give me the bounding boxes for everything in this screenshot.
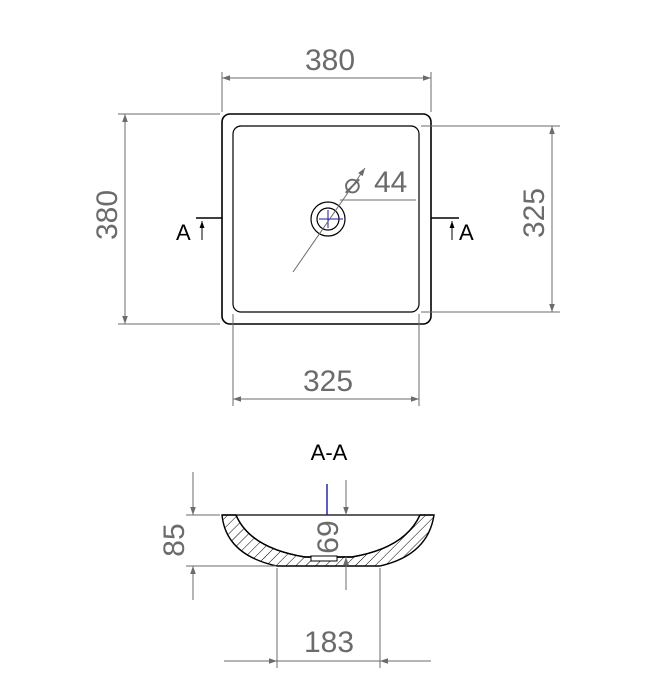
depth-label: 69 [312, 520, 345, 553]
drain-hole [310, 201, 346, 237]
height-label: 85 [158, 523, 191, 556]
top-width-label: 380 [305, 44, 355, 77]
right-height-label: 325 [518, 188, 551, 238]
basin-inner-outline [232, 125, 420, 313]
left-height-label: 380 [91, 190, 124, 240]
section-title: A-A [311, 440, 348, 465]
drain-opening [310, 555, 338, 562]
hole-diameter-leader [292, 167, 366, 273]
hole-diameter-symbol: ⌀ [344, 168, 361, 199]
basin-outer-outline [221, 113, 432, 325]
section-marker-left: A [176, 217, 222, 245]
bottom-width-label: 325 [303, 365, 353, 398]
section-view: A-A 85 69 183 [158, 440, 435, 668]
svg-text:A: A [459, 220, 474, 245]
base-width-label: 183 [304, 626, 354, 659]
section-marker-right: A [431, 217, 474, 245]
plan-view: ⌀ 44 380 380 325 325 A A [91, 44, 560, 406]
svg-text:A: A [176, 220, 191, 245]
hole-diameter-label: 44 [374, 166, 407, 199]
